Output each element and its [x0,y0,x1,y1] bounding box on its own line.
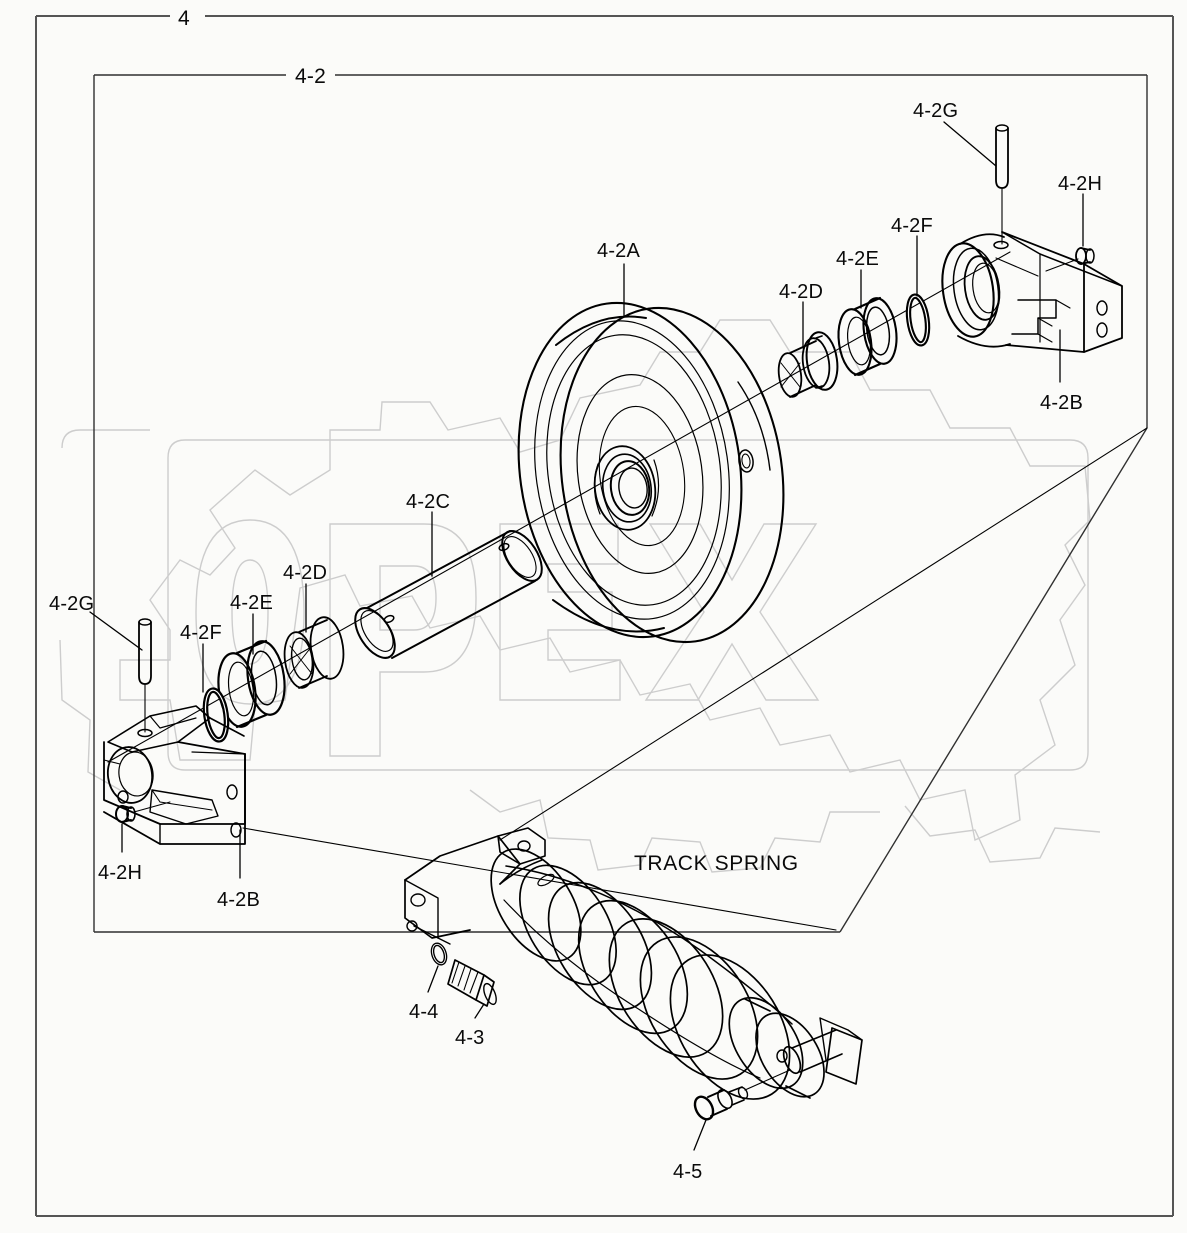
idler-shaft-shape [354,530,543,659]
reference-lines [242,427,1148,931]
frame-label-4: 4 [178,7,190,30]
bracket-right-shape [941,231,1123,353]
frame-label-4-2: 4-2 [295,65,326,88]
callout-oring-left: 4-2F [180,622,222,644]
callout-bushing-left: 4-2D [283,562,328,584]
pin-right-shape [993,124,1009,250]
oring-left-shape [202,687,230,743]
bushing-right-shape [777,331,839,398]
bushing-left-shape [283,616,345,689]
callout-bolt-left: 4-2H [98,862,143,884]
callout-seal-left: 4-2E [230,592,274,614]
track-spring-assembly [404,827,863,1100]
callout-pin-right: 4-2G [913,100,959,122]
bracket-left-shape [103,705,246,845]
callout-oring-right: 4-2F [891,215,933,237]
label-track-spring: TRACK SPRING [634,852,799,875]
callout-bracket-right: 4-2B [1040,392,1084,414]
callout-seal-right: 4-2E [836,248,880,270]
callout-bolt-right: 4-2H [1058,173,1103,195]
leader-lines [89,121,1084,1151]
pin-left-shape [137,618,153,738]
callout-idler-wheel: 4-2A [597,240,641,262]
seal-right-shape [837,296,898,377]
callout-bracket-left: 4-2B [217,889,261,911]
idler-wheel-shape [517,301,785,644]
callout-washer: 4-4 [409,1001,439,1023]
setscrew-left-shape [115,801,171,823]
callout-grease-fitting: 4-5 [673,1161,703,1183]
bolt-shape [447,959,497,1007]
grease-fitting-shape [693,1069,791,1121]
assembly-axis [107,251,1011,763]
callout-pin-left: 4-2G [49,593,95,615]
callout-bushing-right: 4-2D [779,281,824,303]
washer-shape [430,942,448,966]
callout-bolt: 4-3 [455,1027,485,1049]
callout-shaft: 4-2C [406,491,451,513]
setscrew-right-shape [1045,247,1095,272]
oring-right-shape [905,293,931,347]
